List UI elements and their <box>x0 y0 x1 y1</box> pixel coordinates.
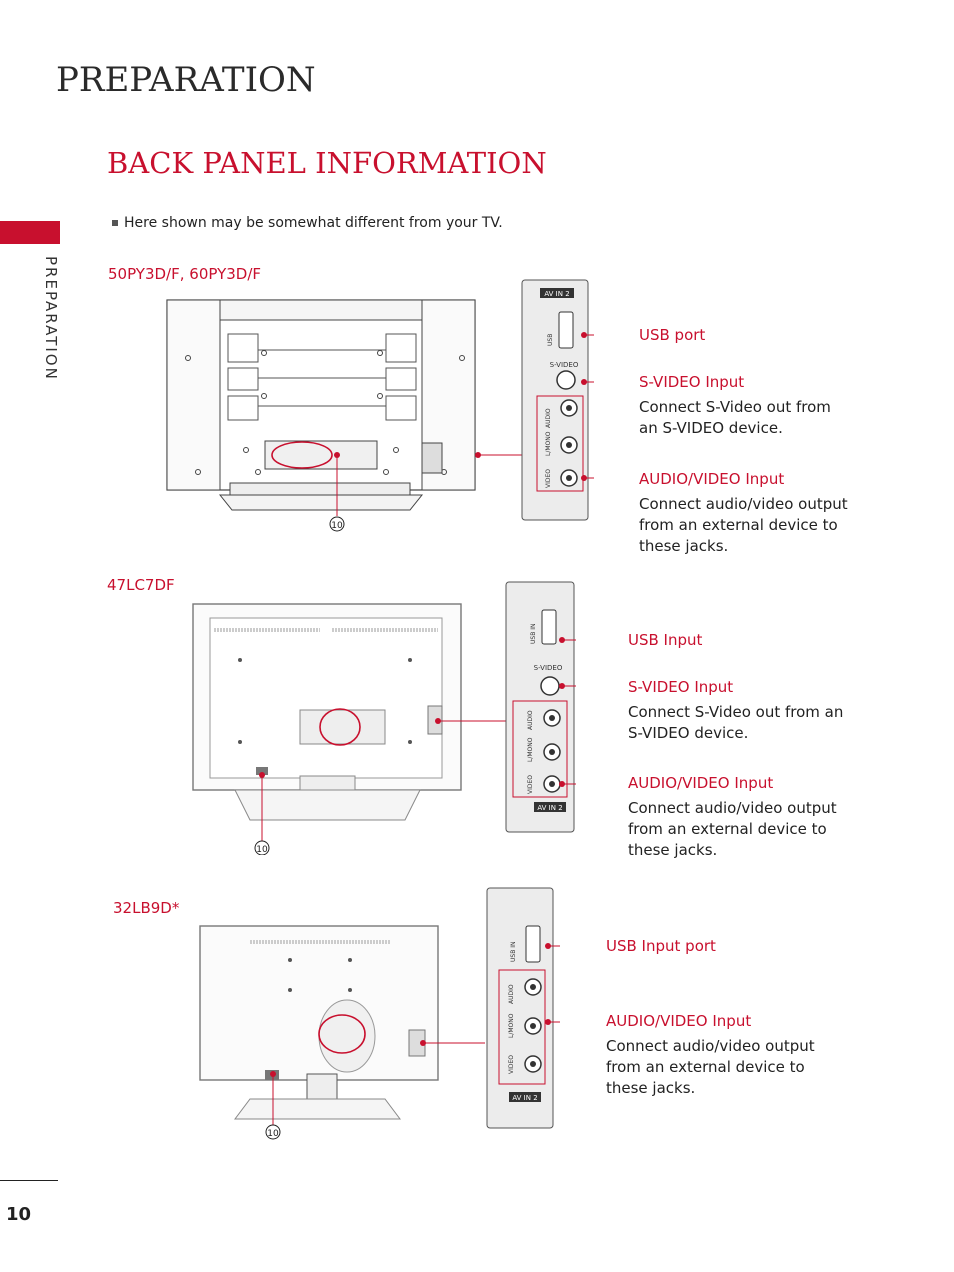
bullet-icon <box>112 220 118 226</box>
panel-footer-2: AV IN 2 <box>537 804 562 812</box>
panel-audio-2: AUDIO <box>527 710 534 730</box>
panel-audio-1: AUDIO <box>545 408 552 428</box>
panel-video-1: VIDEO <box>545 469 552 488</box>
item-desc-2-av: Connect audio/video output from an exter… <box>628 799 837 859</box>
page-title: PREPARATION <box>56 60 316 100</box>
panel-usb-3: USB IN <box>510 942 517 962</box>
item-label-3-av: AUDIO/VIDEO Input <box>606 1012 752 1030</box>
item-label-1-av: AUDIO/VIDEO Input <box>639 470 785 488</box>
item-desc-1-av: Connect audio/video output from an exter… <box>639 495 848 555</box>
tv-back-diagram-2: 10 USB IN S-VIDEO VIDEO L/MONO AUDIO AV … <box>192 581 576 855</box>
tv-back-diagram-3: 10 USB IN VIDEO L/MONO AUDIO AV IN 2 <box>199 887 560 1140</box>
item-label-1-svideo: S-VIDEO Input <box>639 373 745 391</box>
panel-video-3: VIDEO <box>508 1055 515 1074</box>
panel-audio-3: AUDIO <box>508 984 515 1004</box>
panel-header-1: AV IN 2 <box>544 290 569 298</box>
model-label-3: 32LB9D* <box>113 899 180 917</box>
callout-number-2: 10 <box>256 845 268 855</box>
note: Here shown may be somewhat different fro… <box>112 215 503 231</box>
side-tab-label: PREPARATION <box>42 256 60 381</box>
panel-video-2: VIDEO <box>527 775 534 794</box>
panel-usb-2: USB IN <box>530 624 537 644</box>
panel-svideo-2: S-VIDEO <box>534 664 563 672</box>
item-label-1-usb: USB port <box>639 326 706 344</box>
callout-number-1: 10 <box>331 521 343 531</box>
item-label-3-usb: USB Input port <box>606 937 716 955</box>
item-desc-1-svideo: Connect S-Video out from an S-VIDEO devi… <box>639 398 831 437</box>
note-text: Here shown may be somewhat different fro… <box>124 215 503 231</box>
panel-footer-3: AV IN 2 <box>512 1094 537 1102</box>
model-label-2: 47LC7DF <box>107 576 175 594</box>
tv-back-diagram-1: 10 AV IN 2 USB S-VIDEO VIDEO L/MONO AUDI… <box>166 279 594 532</box>
item-label-2-usb: USB Input <box>628 631 703 649</box>
panel-svideo-1: S-VIDEO <box>550 361 579 369</box>
page-number: 10 <box>6 1204 32 1225</box>
model-label-1: 50PY3D/F, 60PY3D/F <box>108 265 262 283</box>
item-desc-2-svideo: Connect S-Video out from an S-VIDEO devi… <box>628 703 844 742</box>
section-title: BACK PANEL INFORMATION <box>107 146 547 180</box>
item-desc-3-av: Connect audio/video output from an exter… <box>606 1037 815 1097</box>
panel-audio-l-2: L/MONO <box>527 737 534 762</box>
panel-usb-1: USB <box>547 334 554 346</box>
footer-rule <box>0 1180 58 1181</box>
panel-audio-l-1: L/MONO <box>545 431 552 456</box>
item-label-2-svideo: S-VIDEO Input <box>628 678 734 696</box>
side-tab-marker <box>0 221 60 244</box>
item-label-2-av: AUDIO/VIDEO Input <box>628 774 774 792</box>
panel-audio-l-3: L/MONO <box>508 1013 515 1038</box>
callout-number-3: 10 <box>267 1129 279 1139</box>
